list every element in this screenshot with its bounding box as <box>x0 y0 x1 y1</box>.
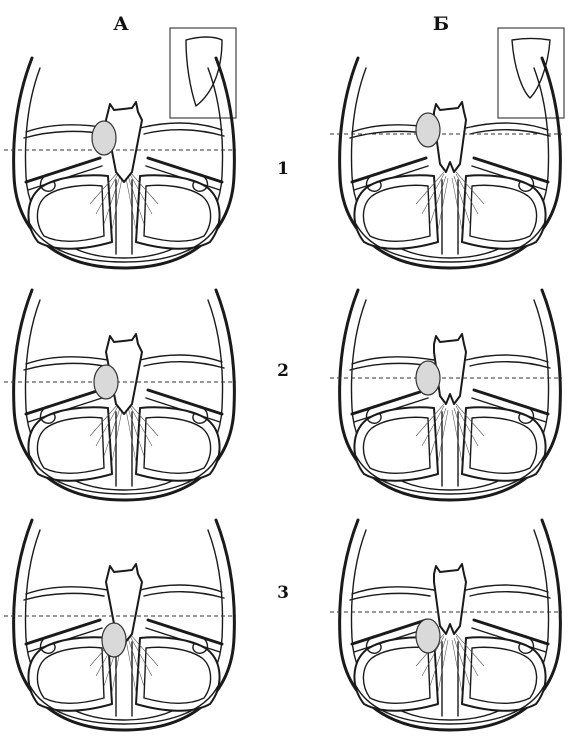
inset-a <box>170 28 236 118</box>
row-label-3: 3 <box>277 583 289 603</box>
column-label-b: Б <box>433 13 449 35</box>
column-label-a: А <box>113 13 129 35</box>
nucleus <box>416 619 440 653</box>
panel-b3 <box>330 520 562 730</box>
row-label-1: 1 <box>277 159 289 179</box>
panel-a3 <box>4 520 236 730</box>
nucleus <box>92 121 116 155</box>
nucleus <box>102 623 126 657</box>
panel-a2 <box>4 290 236 500</box>
nucleus <box>94 365 118 399</box>
panel-b2 <box>330 290 562 500</box>
nucleus <box>416 113 440 147</box>
row-label-2: 2 <box>277 361 289 381</box>
nucleus <box>416 361 440 395</box>
